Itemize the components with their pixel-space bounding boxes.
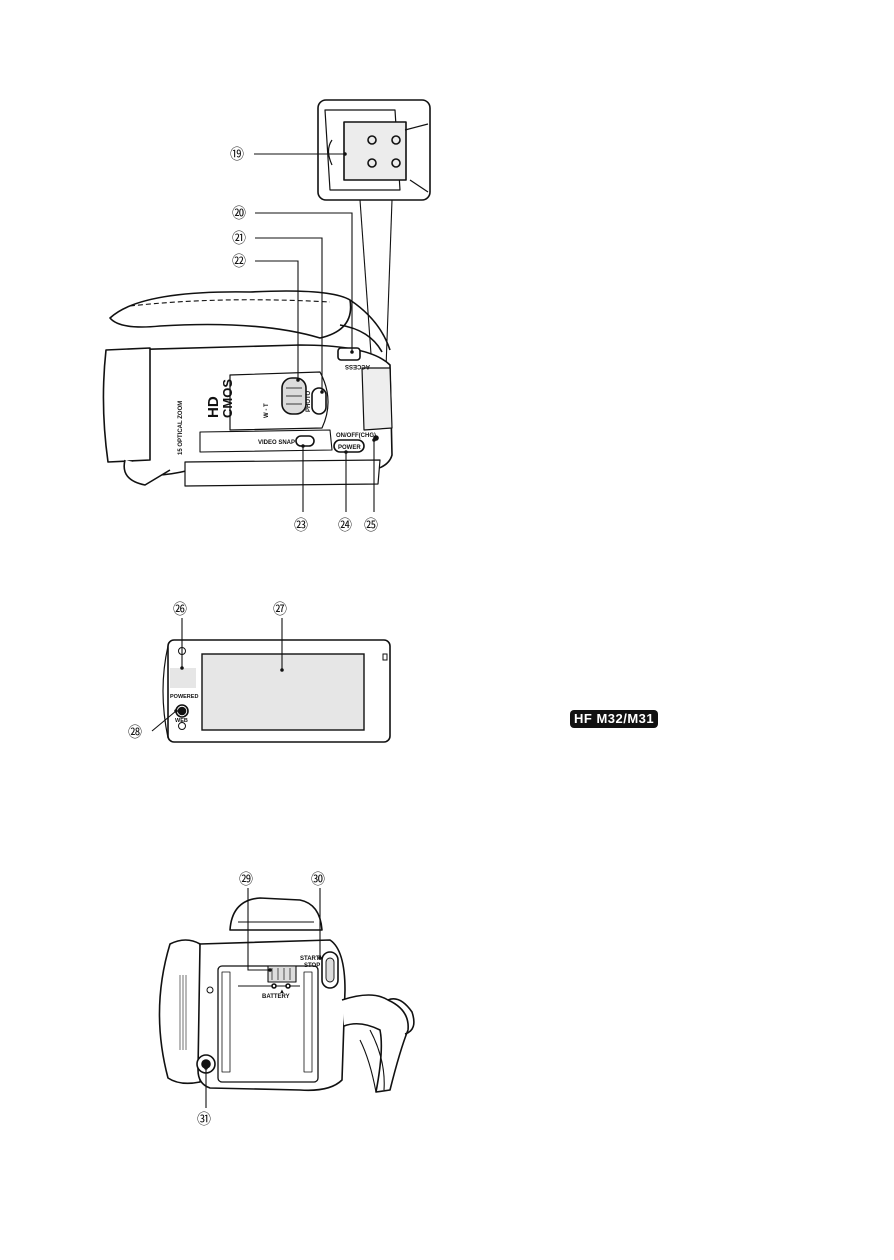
callout-28: ㉘ <box>128 725 142 741</box>
battery-text: BATTERY <box>262 994 290 1000</box>
callout-26: ㉖ <box>173 602 187 618</box>
callout-24: ㉔ <box>338 518 352 534</box>
callout-29: ㉙ <box>239 872 253 888</box>
on-off-chg-text: ON/OFF(CHG) <box>336 433 376 439</box>
power-text: POWER <box>338 445 361 451</box>
callout-25: ㉕ <box>364 518 378 534</box>
zoom-w-t-text: W - T <box>264 403 270 418</box>
video-snap-text: VIDEO SNAP <box>258 440 295 446</box>
lcd-screen <box>202 654 364 730</box>
callout-23: ㉓ <box>294 518 308 534</box>
callout-22: ㉒ <box>232 254 246 270</box>
callout-20: ⑳ <box>232 206 246 222</box>
side-view-figure <box>103 100 430 486</box>
model-badge: HF M32/M31 <box>570 710 658 728</box>
photo-text: PHOTO <box>306 390 312 412</box>
accessory-shoe-inset <box>318 100 430 200</box>
callout-30: ㉚ <box>311 872 325 888</box>
start-stop-line: START/ <box>300 956 322 962</box>
cmos-text: CMOS <box>220 379 235 418</box>
start-stop-text-2: STOP <box>304 963 320 969</box>
callout-21: ㉑ <box>232 231 246 247</box>
callout-31: ㉛ <box>197 1112 211 1128</box>
access-text: ACCESS <box>345 363 370 369</box>
battery-arrow: ▲ <box>279 989 285 995</box>
web-text: WEB <box>175 718 188 724</box>
callout-27: ㉗ <box>273 602 287 618</box>
optical-zoom-text: 15 OPTICAL ZOOM <box>178 401 184 455</box>
lcd-view-figure <box>163 640 390 742</box>
start-stop-text: START/ <box>300 956 322 962</box>
powered-text: POWERED <box>170 694 198 700</box>
callout-19: ⑲ <box>230 147 244 163</box>
